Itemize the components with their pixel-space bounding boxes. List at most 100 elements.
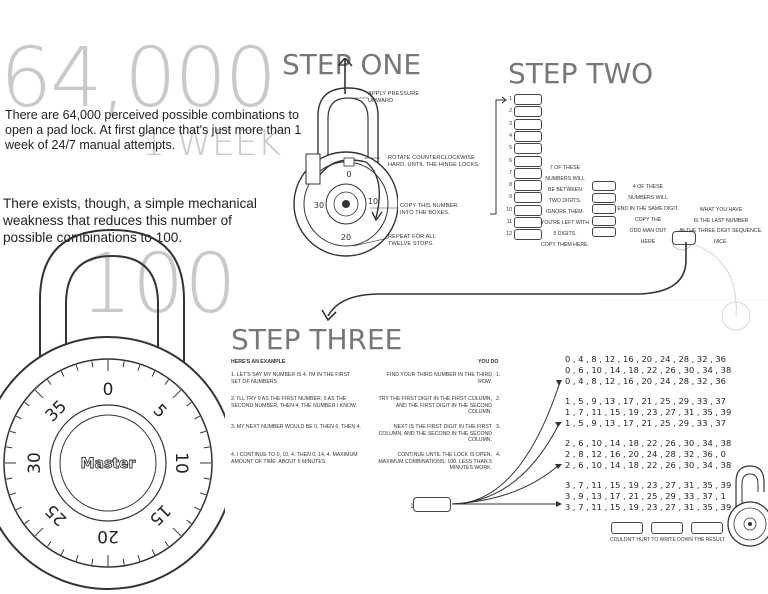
sequence-row: 2 , 8 , 12 , 16 , 20 , 24 , 28 , 32 , 36… xyxy=(565,449,726,459)
combo-box[interactable] xyxy=(514,106,542,118)
result-box-2[interactable] xyxy=(651,522,683,534)
you-do-item: TRY THE FIRST DIGIT IN THE FIRST COLUMN,… xyxy=(378,396,492,415)
big-number-64000: 64,000 xyxy=(0,31,277,126)
svg-text:1: 1 xyxy=(410,503,414,510)
combo-box[interactable] xyxy=(514,155,542,167)
you-do-header: YOU DO xyxy=(478,359,499,365)
combo-box[interactable] xyxy=(514,118,542,130)
third-number-entry[interactable] xyxy=(413,497,451,512)
example-item: 4. I CONTINUE TO 0, 10, 4. THEN 0, 14, 4… xyxy=(231,452,358,465)
col4-label: WHAT YOU HAVE xyxy=(699,207,743,213)
combo-box[interactable] xyxy=(514,130,542,142)
combo-box[interactable] xyxy=(514,217,542,228)
row-number: 4 xyxy=(509,132,512,139)
digit-box[interactable] xyxy=(592,181,616,191)
you-do-item: NEXT IS THE FIRST DIGIT IN THE FIRST COL… xyxy=(378,424,492,443)
row-number: 5 xyxy=(509,145,512,152)
col3-label: HERE xyxy=(640,239,656,245)
result-box-3[interactable] xyxy=(691,522,723,534)
you-do-number: 3. xyxy=(496,424,501,430)
step-three-title: STEP THREE xyxy=(231,323,403,356)
label-rotate: ROTATE COUNTERCLOCKWISE HARD, UNTIL THE … xyxy=(388,155,480,168)
svg-text:10: 10 xyxy=(368,197,378,206)
small-padlock xyxy=(727,465,768,547)
row-number: 8 xyxy=(509,182,512,189)
sequence-arrows: 1 xyxy=(410,380,562,510)
row-number: 12 xyxy=(506,231,512,238)
col2-label: BE BETWEEN xyxy=(547,187,582,193)
you-do-item: CONTINUE UNTIL THE LOCK IS OPEN. MAXIMUM… xyxy=(378,452,492,471)
col3-label: NUMBERS WILL xyxy=(628,195,668,201)
svg-text:30: 30 xyxy=(314,201,324,210)
svg-text:20: 20 xyxy=(341,233,351,242)
combo-box[interactable] xyxy=(514,192,542,204)
final-number-box[interactable] xyxy=(672,231,696,245)
row-number: 6 xyxy=(509,157,512,164)
col4-label: IS THE LAST NUMBER xyxy=(693,217,749,224)
sequence-row: 1 , 5 , 9 , 13 , 17 , 21 , 25 , 29 , 33 … xyxy=(565,418,726,428)
combo-box[interactable] xyxy=(514,143,542,155)
row-number: 1 xyxy=(509,96,512,102)
intro-text-1: There are 64,000 perceived possible comb… xyxy=(5,108,302,152)
dial-number: 30 xyxy=(25,452,45,474)
col4-label: IN THE THREE DIGIT SEQUENCE. xyxy=(679,228,763,234)
you-do-number: 4. xyxy=(496,452,501,458)
label-repeat: REPEAT FOR ALL TWELVE STOPS. xyxy=(388,234,436,247)
dial-number: 10 xyxy=(171,452,191,474)
row-number: 11 xyxy=(506,219,512,225)
col2-label: IGNORE THEM. xyxy=(546,209,584,215)
col2-label: TWO DIGITS. xyxy=(548,198,582,204)
sequence-row: 2 , 6 , 10 , 14 , 18 , 22 , 26 , 30 , 34… xyxy=(565,460,732,470)
sequence-row: 0 , 4 , 8 , 12 , 16 , 20 , 24 , 28 , 32 … xyxy=(565,354,726,364)
digit-box[interactable] xyxy=(592,192,616,203)
footer-note: COULDN'T HURT TO WRITE DOWN THE RESULT. xyxy=(610,537,726,543)
sequence-row: 3 , 9 , 13 , 17 , 21 , 25 , 29 , 33 , 37… xyxy=(565,491,726,501)
row-number: 10 xyxy=(506,206,512,213)
col3-label: 4 OF THESE xyxy=(632,184,664,190)
col3-label: ODD MAN OUT xyxy=(629,228,667,234)
label-copy-number: COPY THIS NUMBER INTO THE BOXES. xyxy=(400,203,458,216)
digit-box[interactable] xyxy=(592,204,616,214)
big-number-week: 1 WEEK xyxy=(142,123,282,164)
sequence-row: 3 , 7 , 11 , 15 , 19 , 23 , 27 , 31 , 35… xyxy=(565,480,732,490)
col2-label: 5 DIGITS. xyxy=(553,231,577,237)
combo-box[interactable] xyxy=(514,167,542,179)
sequence-row: 2 , 6 , 10 , 14 , 18 , 22 , 26 , 30 , 34… xyxy=(565,438,732,448)
you-do-item: FIND YOUR THIRD NUMBER IN THE THIRD ROW. xyxy=(386,372,492,385)
col4-label: NICE. xyxy=(714,238,728,245)
sequence-row: 0 , 4 , 8 , 12 , 16 , 20 , 24 , 28 , 32 … xyxy=(565,376,726,386)
dial-number: 0 xyxy=(103,380,114,400)
row-number: 2 xyxy=(509,108,512,115)
label-apply-pressure: APPLY PRESSURE UPWARD xyxy=(368,91,420,104)
sequence-row: 3 , 7 , 11 , 15 , 19 , 23 , 27 , 31 , 35… xyxy=(565,502,732,512)
step-one-lock: 0 10 20 30 xyxy=(293,58,398,257)
svg-text:0: 0 xyxy=(346,170,351,179)
flow-arrow xyxy=(321,242,687,322)
step-two-title: STEP TWO xyxy=(508,57,654,90)
result-box-1[interactable] xyxy=(611,522,643,534)
sequence-row: 0 , 6 , 10 , 14 , 18 , 22 , 26 , 30 , 34… xyxy=(565,365,732,375)
combo-box[interactable] xyxy=(514,94,542,105)
digit-box[interactable] xyxy=(592,227,616,237)
digit-box[interactable] xyxy=(592,215,616,226)
combo-box[interactable] xyxy=(514,229,542,241)
sequence-row: 1 , 5 , 9 , 13 , 17 , 21 , 25 , 29 , 33 … xyxy=(565,396,726,406)
row-number: 7 xyxy=(509,169,512,176)
you-do-number: 1. xyxy=(496,372,501,378)
intro-text-2: There exists, though, a simple mechanica… xyxy=(3,196,257,245)
example-item: 3. MY NEXT NUMBER WOULD BE 0, THEN 6, TH… xyxy=(231,424,361,430)
col2-label: COPY THEM HERE. xyxy=(541,242,589,248)
example-item: 2. I'LL TRY 0 AS THE FIRST NUMBER, 0 AS … xyxy=(231,396,358,409)
col2-label: NUMBERS WILL xyxy=(545,176,585,182)
dial-brand: Master xyxy=(81,456,136,472)
col3-label: COPY THE xyxy=(634,217,662,223)
combo-box[interactable] xyxy=(514,204,542,216)
combo-box[interactable] xyxy=(514,180,542,192)
row-number: 3 xyxy=(509,120,512,127)
col3-label: END IN THE SAME DIGIT. xyxy=(617,206,679,212)
row-number: 9 xyxy=(509,194,512,201)
sequence-row: 1 , 7 , 11 , 15 , 19 , 23 , 27 , 31 , 35… xyxy=(565,407,732,417)
example-item: 1. LET'S SAY MY NUMBER IS 4. I'M IN THE … xyxy=(231,372,351,385)
col2-label: 7 OF THESE xyxy=(549,165,581,171)
